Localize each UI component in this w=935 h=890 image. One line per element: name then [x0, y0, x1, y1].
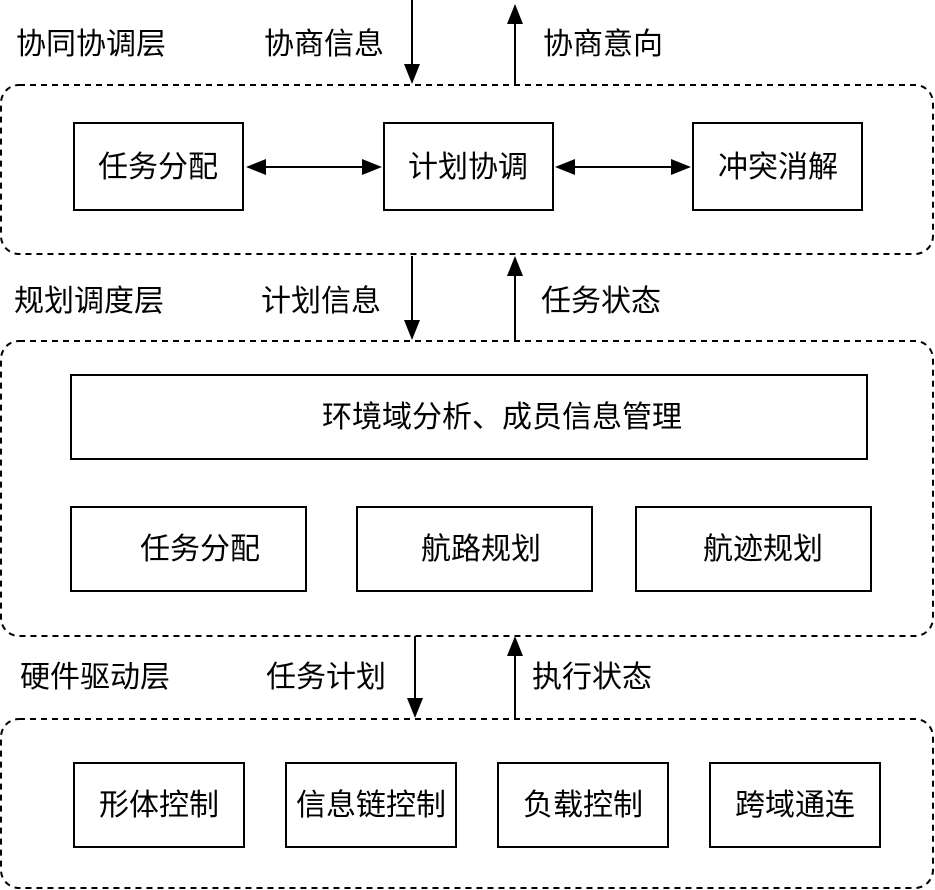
coordination-out-arrowhead	[507, 4, 523, 24]
planning-out-arrowhead	[507, 256, 523, 276]
hardware-module-datalink-control-label: 信息链控制	[296, 788, 446, 823]
connector-coordination-conflict-right-head	[671, 159, 691, 175]
hardware-module-datalink-control	[285, 762, 457, 848]
connector-allocation-coordination-left-head	[246, 159, 266, 175]
coordination-module-conflict-resolution	[692, 122, 863, 211]
hardware-module-payload-control	[497, 762, 669, 848]
hardware-module-cross-domain-link	[709, 762, 881, 848]
planning-in-flow-label: 计划信息	[261, 284, 381, 319]
hardware-module-shape-control	[73, 762, 245, 848]
connector-coordination-conflict-left-head	[555, 159, 575, 175]
hardware-layer-frame	[0, 718, 934, 889]
planning-module-task-allocation-label: 任务分配	[140, 532, 260, 567]
coordination-layer-label: 协同协调层	[16, 27, 166, 62]
hardware-module-cross-domain-link-label: 跨域通连	[735, 788, 855, 823]
planning-banner-box	[70, 374, 868, 460]
coordination-out-flow-label: 协商意向	[543, 27, 663, 62]
hardware-out-arrowhead	[507, 636, 523, 656]
hardware-in-arrowhead	[407, 698, 423, 718]
hardware-out-flow-label: 执行状态	[532, 660, 652, 695]
planning-module-task-allocation	[70, 506, 307, 592]
coordination-module-conflict-resolution-label: 冲突消解	[718, 150, 838, 185]
coordination-layer-frame	[0, 84, 934, 255]
planning-module-trajectory-planning-label: 航迹规划	[703, 532, 823, 567]
planning-module-route-planning	[356, 506, 593, 592]
coordination-in-flow-label: 协商信息	[264, 27, 384, 62]
planning-banner-label: 环境域分析、成员信息管理	[322, 400, 682, 435]
hardware-module-payload-control-label: 负载控制	[523, 788, 643, 823]
planning-module-trajectory-planning	[635, 506, 872, 592]
connector-allocation-coordination-right-head	[362, 159, 382, 175]
planning-module-route-planning-label: 航路规划	[421, 532, 541, 567]
planning-layer-label: 规划调度层	[14, 284, 164, 319]
hardware-in-flow-label: 任务计划	[266, 660, 386, 695]
coordination-module-plan-coordination	[383, 122, 554, 211]
coordination-module-task-allocation	[73, 122, 244, 211]
coordination-module-task-allocation-label: 任务分配	[98, 150, 218, 185]
planning-in-arrowhead	[404, 320, 420, 340]
hardware-module-shape-control-label: 形体控制	[99, 788, 219, 823]
planning-out-flow-label: 任务状态	[541, 284, 661, 319]
hardware-layer-label: 硬件驱动层	[20, 660, 170, 695]
coordination-in-arrowhead	[404, 64, 420, 84]
coordination-module-plan-coordination-label: 计划协调	[408, 150, 528, 185]
